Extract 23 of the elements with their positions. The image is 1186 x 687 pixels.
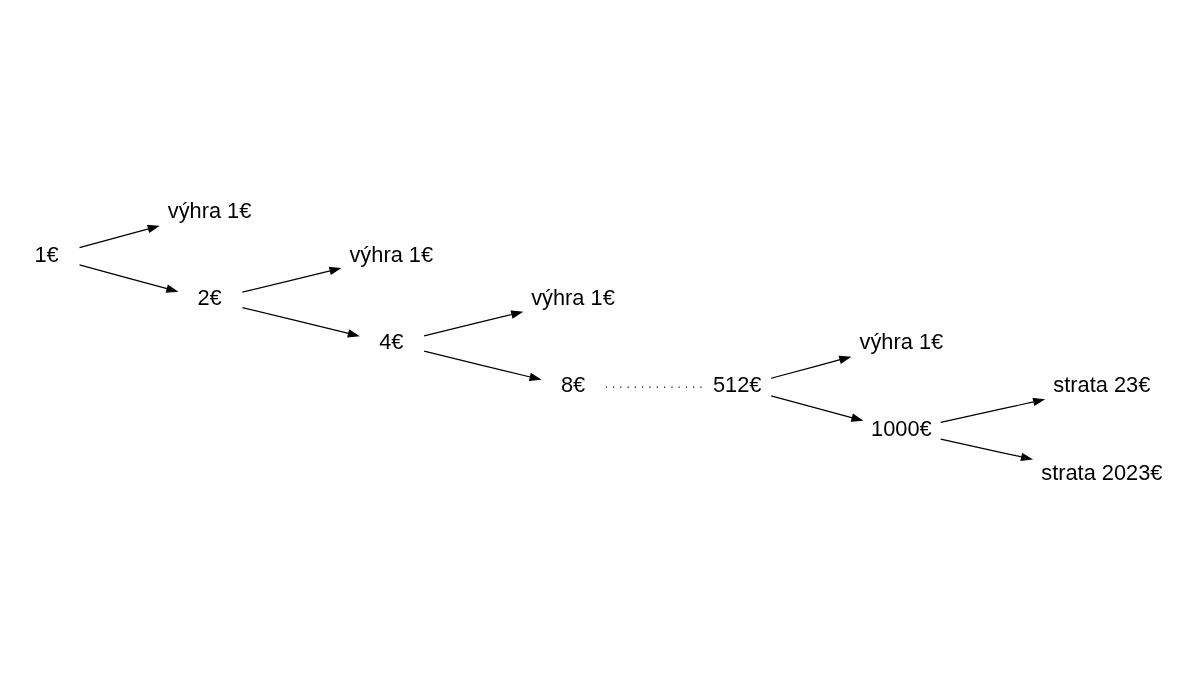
node-text: strata 23€ bbox=[1053, 372, 1151, 398]
arrow bbox=[940, 438, 1034, 461]
arrow bbox=[241, 306, 360, 338]
arrow bbox=[78, 264, 179, 293]
arrow bbox=[241, 266, 342, 293]
arrow bbox=[423, 350, 542, 382]
node-text: výhra 1€ bbox=[531, 285, 615, 311]
node-text: 2€ bbox=[197, 285, 222, 311]
node-text: strata 2023€ bbox=[1041, 459, 1163, 485]
node-text: 512€ bbox=[712, 372, 762, 398]
node-text: 8€ bbox=[560, 372, 586, 398]
node-text: 1000€ bbox=[871, 416, 932, 442]
node-text: výhra 1€ bbox=[349, 241, 434, 267]
node-text: výhra 1€ bbox=[859, 328, 944, 354]
node-text: 4€ bbox=[379, 328, 404, 354]
arrow bbox=[78, 224, 160, 249]
arrow bbox=[940, 397, 1046, 423]
arrow bbox=[423, 310, 524, 337]
node-text: výhra 1€ bbox=[167, 197, 252, 223]
connector bbox=[605, 386, 704, 388]
node-text: 1€ bbox=[34, 241, 59, 267]
arrow bbox=[770, 355, 852, 379]
arrow bbox=[770, 395, 864, 422]
